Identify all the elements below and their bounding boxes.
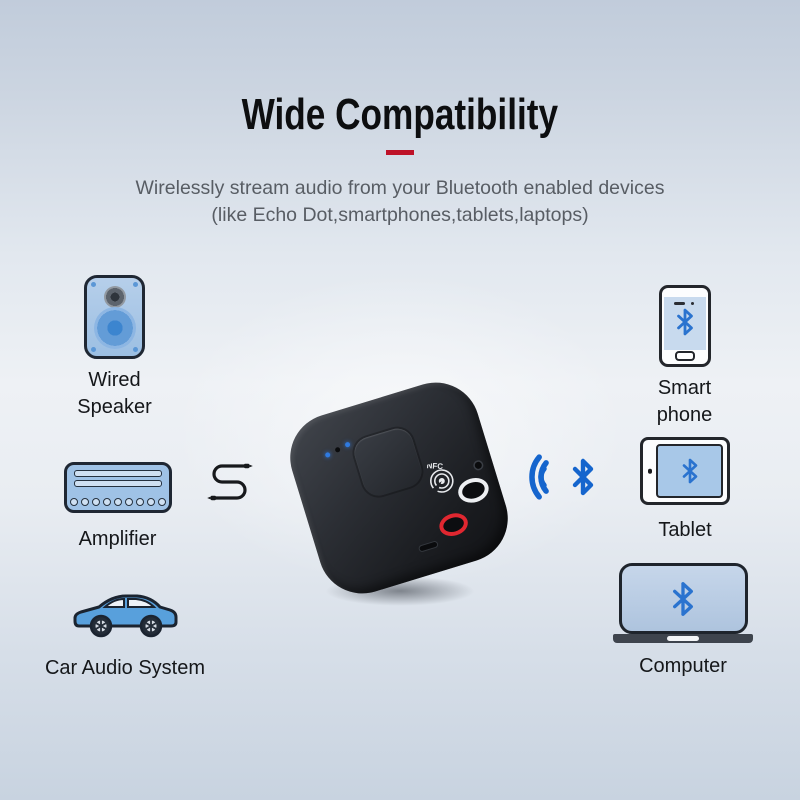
- accent-divider: [386, 150, 414, 155]
- device-label: Wired Speaker: [77, 369, 152, 418]
- speaker-icon: [84, 275, 145, 359]
- reset-hole: [473, 460, 483, 470]
- screw-dot: [133, 347, 138, 352]
- device-smart-phone: Smart phone: [612, 285, 757, 429]
- device-label: Car Audio System: [44, 657, 206, 679]
- subtitle-line-2: (like Echo Dot,smartphones,tablets,lapto…: [211, 204, 589, 226]
- amplifier-icon: [63, 462, 172, 513]
- device-amplifier: Amplifier: [45, 462, 190, 553]
- amp-slot: [73, 470, 162, 477]
- page-title: Wide Compatibility: [241, 90, 559, 139]
- nfc-icon: NFC: [426, 461, 454, 495]
- computer-icon: [610, 563, 756, 643]
- device-car-audio-system: Car Audio System: [30, 586, 220, 682]
- mic-hole: [334, 446, 341, 453]
- bluetooth-waves-icon: [529, 454, 594, 500]
- smartphone-icon: [658, 285, 711, 367]
- bluetooth-icon: [673, 581, 693, 616]
- bluetooth-icon: [676, 308, 693, 336]
- device-tablet: Tablet: [612, 437, 758, 544]
- bluetooth-receiver: NFC: [279, 371, 519, 605]
- device-label: Tablet: [658, 519, 712, 541]
- tablet-camera: [647, 468, 652, 474]
- tweeter: [103, 286, 126, 308]
- status-led: [324, 451, 331, 459]
- svg-text:NFC: NFC: [426, 461, 443, 471]
- tablet-screen: [656, 444, 723, 498]
- aux-port-red: [436, 509, 471, 540]
- amp-slot: [73, 480, 162, 487]
- phone-speaker: [673, 302, 685, 305]
- device-wired-speaker: Wired Speaker: [42, 275, 187, 421]
- laptop-base: [613, 634, 753, 643]
- aux-port: [455, 474, 492, 507]
- status-led: [344, 441, 351, 448]
- multifunction-button: [350, 424, 426, 500]
- laptop-screen: [618, 563, 748, 634]
- device-computer: Computer: [610, 563, 756, 680]
- usb-port: [419, 541, 438, 552]
- screw-dot: [91, 347, 96, 352]
- tablet-icon: [640, 437, 730, 505]
- device-label: Smart phone: [656, 377, 713, 426]
- woofer: [93, 307, 136, 349]
- screw-dot: [133, 282, 138, 287]
- amp-knobs: [67, 498, 169, 506]
- device-label: Computer: [639, 655, 727, 677]
- car-icon: [73, 594, 178, 638]
- phone-camera: [690, 302, 694, 306]
- aux-cable-icon: [207, 463, 253, 501]
- phone-home-button: [674, 351, 695, 361]
- device-label: Amplifier: [78, 528, 157, 550]
- subtitle-line-1: Wirelessly stream audio from your Blueto…: [135, 177, 665, 199]
- screw-dot: [91, 282, 96, 287]
- bluetooth-icon: [682, 458, 698, 484]
- laptop-notch: [667, 636, 699, 641]
